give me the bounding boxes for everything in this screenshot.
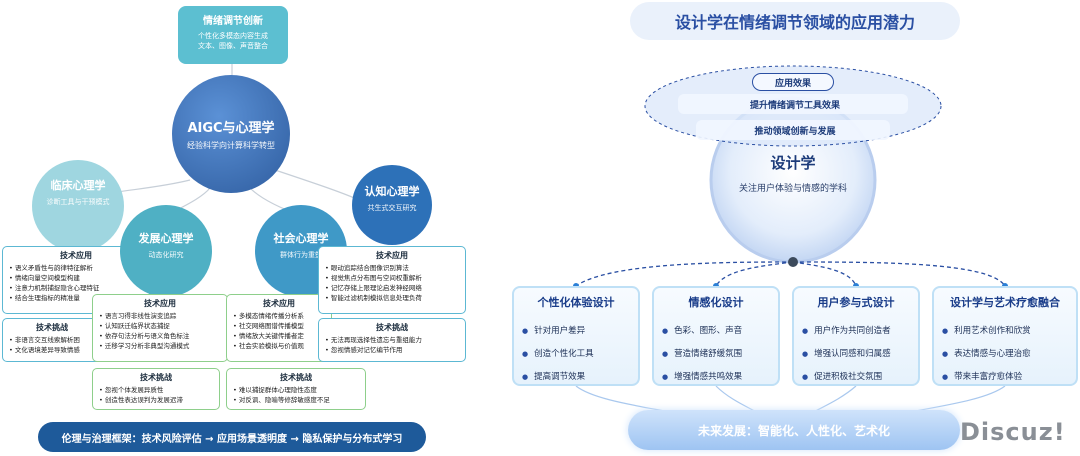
list-item: 结合生理指标的精准量	[9, 293, 143, 303]
right-title: 设计学在情绪调节领域的应用潜力	[630, 2, 960, 40]
cognitive-tech-challenge-card: 技术挑战 无法再现选择性遗忘与重组能力 忽视情感对记忆编节作用	[318, 318, 466, 362]
feature-heading: 用户参与式设计	[817, 296, 895, 309]
clinical-tech-challenge-card: 技术挑战 非语言交互线索解析困 文化语境差异导致情感	[2, 318, 102, 362]
list-item: 迁移学习分析非典型沟通模式	[99, 341, 221, 351]
feature-item: 带来丰富疗愈体验	[942, 366, 1068, 389]
design-subtitle: 关注用户体验与情感的学科	[738, 184, 847, 194]
feature-heading: 情感化设计	[688, 296, 744, 309]
feature-item: 提高调节效果	[522, 366, 630, 389]
effect-line-bg	[678, 94, 908, 114]
cognitive-psychology-node: 认知心理学 共生式交互研究	[352, 165, 432, 245]
node-subtitle: 诊断工具与干预模式	[46, 198, 110, 206]
feature-heading: 个性化体验设计	[537, 296, 615, 309]
card-heading: 技术应用	[263, 299, 295, 308]
cognitive-tech-application-card: 技术应用 眼动追踪结合图像识别算法 视觉焦点分布图与空间权重解析 记忆存储上限理…	[318, 246, 466, 314]
list-item: 对反讽、隐喻等修辞敏感度不足	[233, 395, 359, 405]
feature-item: 增强情感共鸣效果	[662, 366, 770, 389]
node-title: AIGC与心理学	[187, 121, 275, 136]
emotion-innovation-line: 文本、图像、声音整合	[198, 42, 268, 50]
emotion-innovation-box: 情绪调节创新 个性化多模态内容生成 文本、图像、声音整合	[178, 6, 288, 64]
node-subtitle: 群体行为重塑	[280, 251, 322, 259]
card-heading: 技术应用	[60, 251, 92, 260]
node-subtitle: 共生式交互研究	[367, 204, 417, 212]
node-title: 认知心理学	[364, 185, 420, 198]
feature-item: 色彩、图形、声音	[662, 320, 770, 343]
list-item: 社会实验模拟与价值观	[233, 341, 325, 351]
card-heading: 技术挑战	[36, 323, 68, 332]
feature-item: 用户作为共同创造者	[802, 320, 910, 343]
effect-line-bg	[696, 120, 890, 140]
list-item: 忽视情感对记忆编节作用	[325, 345, 459, 355]
list-item: 依存句法分析与语义角色标注	[99, 331, 221, 341]
list-item: 认知跃迁临界状态捕捉	[99, 321, 221, 331]
feature-card-art-therapy: 设计学与艺术疗愈融合 利用艺术创作和欣赏 表达情感与心理治愈 带来丰富疗愈体验	[932, 286, 1078, 386]
development-tech-application-card: 技术应用 语言习得非线性演变追踪 认知跃迁临界状态捕捉 依存句法分析与语义角色标…	[92, 294, 228, 362]
list-item: 非语言交互线索解析困	[9, 335, 95, 345]
card-heading: 技术挑战	[280, 373, 312, 382]
list-item: 语义矛盾性与韵律特征解析	[9, 263, 143, 273]
effect-line: 提升情绪调节工具效果	[749, 101, 840, 111]
node-title: 发展心理学	[138, 232, 194, 245]
hub-dot	[788, 257, 798, 267]
aigc-psychology-node: AIGC与心理学 经验科学向计算科学转型	[172, 75, 290, 193]
feature-item: 增强认同感和归属感	[802, 343, 910, 366]
left-diagram: 情绪调节创新 个性化多模态内容生成 文本、图像、声音整合 AIGC与心理学 经验…	[0, 0, 470, 456]
list-item: 情绪向量空间模型构建	[9, 273, 143, 283]
feature-card-participatory: 用户参与式设计 用户作为共同创造者 增强认同感和归属感 促进积极社交氛围	[792, 286, 920, 386]
list-item: 多模态情绪传播分析系	[233, 311, 325, 321]
emotion-innovation-line: 个性化多模态内容生成	[198, 32, 268, 40]
list-item: 情绪放大关键传播者定	[233, 331, 325, 341]
feature-heading: 设计学与艺术疗愈融合	[950, 296, 1060, 309]
feature-item: 针对用户差异	[522, 320, 630, 343]
node-title: 临床心理学	[50, 179, 106, 192]
list-item: 难以捕捉群体心理隐性态度	[233, 385, 359, 395]
development-tech-challenge-card: 技术挑战 忽视个体发展异质性 创造性表达误判为发展迟滞	[92, 368, 220, 410]
effect-line: 推动领域创新与发展	[754, 127, 836, 137]
discuz-watermark: Discuz!	[960, 418, 1066, 446]
list-item: 记忆存储上限理论启发神经网络	[325, 283, 459, 293]
social-tech-application-card: 技术应用 多模态情绪传播分析系 社交网络图谱传播模型 情绪放大关键传播者定 社会…	[226, 294, 332, 362]
design-title: 设计学	[770, 154, 816, 172]
list-item: 创造性表达误判为发展迟滞	[99, 395, 213, 405]
feature-item: 营造情绪舒缓氛围	[662, 343, 770, 366]
list-item: 文化语境差异导致情感	[9, 345, 95, 355]
social-tech-challenge-card: 技术挑战 难以捕捉群体心理隐性态度 对反讽、隐喻等修辞敏感度不足	[226, 368, 366, 410]
emotion-innovation-title: 情绪调节创新	[203, 16, 263, 27]
list-item: 忽视个体发展异质性	[99, 385, 213, 395]
list-item: 语言习得非线性演变追踪	[99, 311, 221, 321]
feature-item: 创造个性化工具	[522, 343, 630, 366]
list-item: 智能过滤机制模拟信息处理负荷	[325, 293, 459, 303]
list-item: 视觉焦点分布图与空间权重解析	[325, 273, 459, 283]
card-heading: 技术挑战	[140, 373, 172, 382]
list-item: 社交网络图谱传播模型	[233, 321, 325, 331]
feature-item: 表达情感与心理治愈	[942, 343, 1068, 366]
card-heading: 技术应用	[376, 251, 408, 260]
node-subtitle: 动态化研究	[148, 251, 184, 259]
feature-card-personalized: 个性化体验设计 针对用户差异 创造个性化工具 提高调节效果	[512, 286, 640, 386]
clinical-psychology-node: 临床心理学 诊断工具与干预模式	[32, 160, 124, 252]
future-development-bar: 未来发展：智能化、人性化、艺术化	[628, 410, 960, 450]
list-item: 注意力机制捕捉隐含心理特征	[9, 283, 143, 293]
node-subtitle: 经验科学向计算科学转型	[187, 141, 275, 150]
feature-item: 利用艺术创作和欣赏	[942, 320, 1068, 343]
effect-label: 应用效果	[752, 73, 834, 91]
feature-item: 促进积极社交氛围	[802, 366, 910, 389]
right-diagram-graphics	[573, 65, 1008, 421]
developmental-psychology-node: 发展心理学 动态化研究	[120, 205, 212, 297]
list-item: 无法再现选择性遗忘与重组能力	[325, 335, 459, 345]
feature-card-emotional: 情感化设计 色彩、图形、声音 营造情绪舒缓氛围 增强情感共鸣效果	[652, 286, 780, 386]
ethics-governance-bar: 伦理与治理框架：技术风险评估 → 应用场景透明度 → 隐私保护与分布式学习	[38, 422, 426, 452]
card-heading: 技术应用	[144, 299, 176, 308]
list-item: 眼动追踪结合图像识别算法	[325, 263, 459, 273]
card-heading: 技术挑战	[376, 323, 408, 332]
node-title: 社会心理学	[273, 232, 329, 245]
